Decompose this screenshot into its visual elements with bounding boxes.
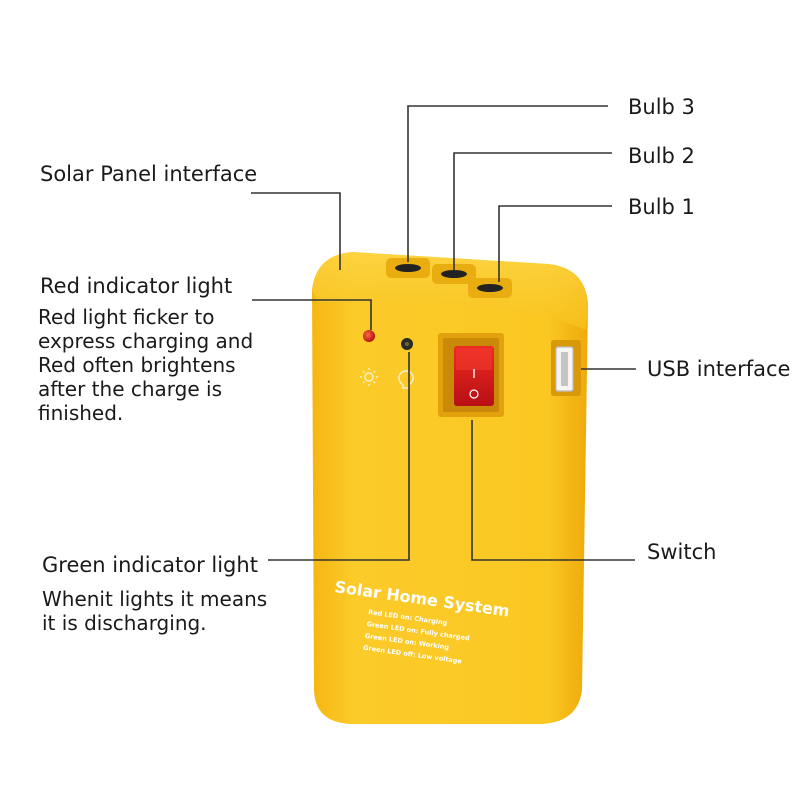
bulb1-leader (498, 205, 612, 282)
bulb3-label: Bulb 3 (628, 95, 695, 119)
sun-icon (360, 368, 378, 386)
usb-port (551, 340, 581, 396)
green-light-leader (268, 352, 410, 561)
green-light-description: Whenit lights it means it is discharging… (42, 587, 267, 635)
red-light-label: Red indicator light (40, 274, 233, 298)
red-light-desc-line: finished. (38, 401, 124, 425)
red-indicator-led (363, 330, 375, 342)
bulb2-label: Bulb 2 (628, 144, 695, 168)
green-light-desc-line: it is discharging. (42, 611, 207, 635)
switch-label: Switch (647, 540, 717, 564)
red-light-leader (252, 299, 372, 330)
green-light-desc-line: Whenit lights it means (42, 587, 268, 611)
switch-leader (471, 420, 635, 561)
red-light-desc-line: express charging and (38, 329, 254, 353)
solar-panel-leader (251, 192, 341, 270)
bulb3-leader (407, 105, 608, 262)
solar-panel-label: Solar Panel interface (40, 162, 258, 186)
green-light-label: Green indicator light (42, 553, 258, 577)
bulb2-leader (453, 152, 612, 270)
bulb1-port (468, 278, 512, 298)
red-light-description: Red light ficker to express charging and… (38, 305, 253, 425)
bulb2-port (432, 264, 476, 284)
red-light-desc-line: Red light ficker to (38, 305, 215, 329)
device-body (312, 252, 588, 724)
bulb3-port (386, 258, 430, 278)
leader-lines (251, 105, 636, 561)
bulb1-label: Bulb 1 (628, 195, 695, 219)
usb-label: USB interface (647, 357, 791, 381)
red-light-desc-line: after the charge is (38, 377, 222, 401)
power-switch[interactable] (438, 333, 504, 417)
bulb-icon (398, 370, 414, 389)
red-light-desc-line: Red often brightens (38, 353, 236, 377)
